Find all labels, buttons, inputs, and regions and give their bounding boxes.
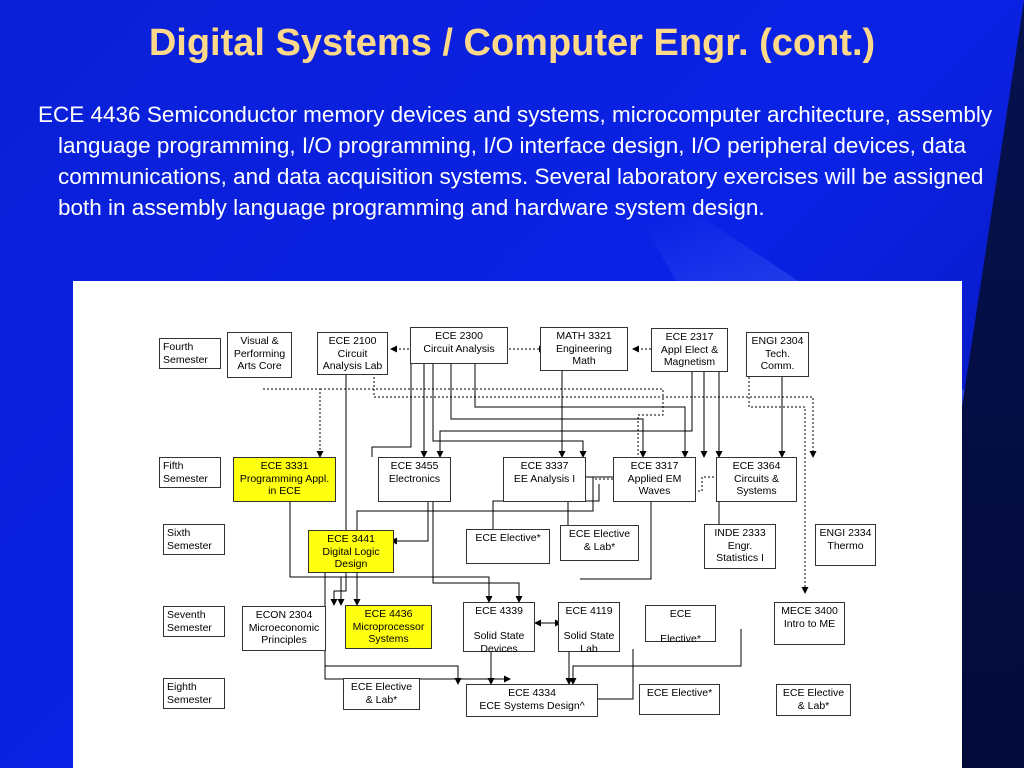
course-ece2317: ECE 2317 Appl Elect & Magnetism [651, 328, 728, 372]
course-ece2100: ECE 2100 Circuit Analysis Lab [317, 332, 388, 375]
semester-label-fourth: Fourth Semester [159, 338, 221, 369]
course-ece-elective-lab-eighth-a: ECE Elective & Lab* [343, 678, 420, 710]
flowchart-connectors [263, 339, 817, 703]
course-ece3317: ECE 3317 Applied EM Waves [613, 457, 696, 502]
course-engi2304: ENGI 2304 Tech. Comm. [746, 332, 809, 377]
slide-title: Digital Systems / Computer Engr. (cont.) [148, 22, 876, 64]
course-ece3331: ECE 3331 Programming Appl. in ECE [233, 457, 336, 502]
course-ece4436: ECE 4436 Microprocessor Systems [345, 605, 432, 649]
course-ece2300: ECE 2300 Circuit Analysis [410, 327, 508, 364]
course-ece-elective-lab-sixth: ECE Elective & Lab* [560, 525, 639, 561]
course-ece4334: ECE 4334 ECE Systems Design^ [466, 684, 598, 717]
course-ece4339: ECE 4339 Solid State Devices [463, 602, 535, 655]
course-ece3441: ECE 3441 Digital Logic Design [308, 530, 394, 573]
semester-label-seventh: Seventh Semester [163, 606, 225, 637]
course-ece-elective-sixth: ECE Elective* [466, 529, 550, 564]
course-ece4119: ECE 4119 Solid State Lab [558, 602, 620, 655]
course-inde2333: INDE 2333 Engr. Statistics I [704, 524, 776, 569]
course-ece3364: ECE 3364 Circuits & Systems [716, 457, 797, 502]
course-visual-arts: Visual & Performing Arts Core [227, 332, 292, 378]
semester-label-sixth: Sixth Semester [163, 524, 225, 555]
course-ece-elective-seventh: ECE Elective* [645, 605, 716, 645]
course-ece-elective-lab-eighth-b: ECE Elective & Lab* [776, 684, 851, 716]
course-ece-elective-eighth: ECE Elective* [639, 684, 720, 715]
course-engi2334: ENGI 2334 Thermo [815, 524, 876, 566]
semester-label-eighth: Eighth Semester [163, 678, 225, 709]
prerequisite-flowchart: Fourth Semester Fifth Semester Sixth Sem… [73, 281, 962, 768]
course-ece3455: ECE 3455 Electronics [378, 457, 451, 502]
course-econ2304: ECON 2304 Microeconomic Principles [242, 606, 326, 651]
course-math3321: MATH 3321 Engineering Math [540, 327, 628, 371]
course-mece3400: MECE 3400 Intro to ME [774, 602, 845, 645]
course-description: ECE 4436 Semiconductor memory devices an… [38, 102, 993, 220]
semester-label-fifth: Fifth Semester [159, 457, 221, 488]
course-ece3337: ECE 3337 EE Analysis I [503, 457, 586, 502]
